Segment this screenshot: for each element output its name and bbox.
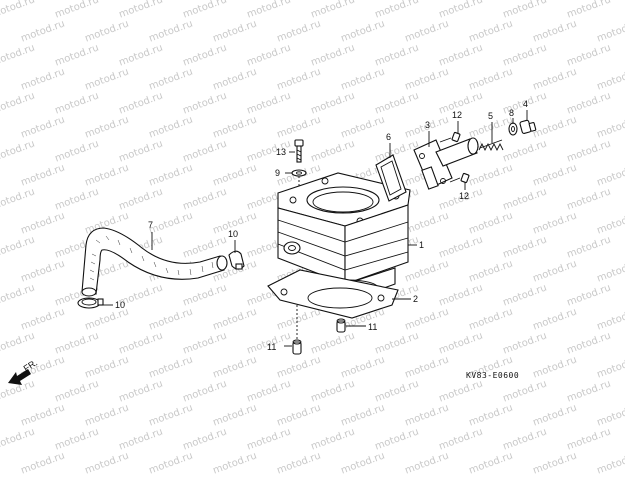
bolt-part-13	[294, 139, 304, 163]
label-part-13: 13	[276, 147, 286, 157]
cam-chain-tensioner-part-3	[413, 137, 479, 190]
front-arrow-icon	[8, 369, 31, 385]
label-part-8: 8	[509, 108, 514, 118]
sealing-washer-part-8	[508, 122, 518, 136]
bolt-part-12-upper	[439, 131, 461, 143]
base-gasket	[267, 269, 399, 319]
label-part-9: 9	[275, 168, 280, 178]
label-part-11-right: 11	[368, 322, 377, 332]
label-part-7: 7	[148, 220, 153, 230]
label-part-1: 1	[419, 240, 424, 250]
front-direction-indicator: FR.	[8, 357, 39, 385]
label-part-5: 5	[488, 111, 493, 121]
hose-clip-part-10-left	[77, 297, 104, 309]
label-part-4: 4	[523, 99, 528, 109]
label-part-2: 2	[413, 294, 418, 304]
diagram-code: KV83-E0600	[466, 371, 519, 380]
hose-clip-part-10-right	[228, 250, 245, 270]
label-part-11-lower: 11	[267, 342, 276, 352]
label-part-6: 6	[386, 132, 391, 142]
dowel-pin-lower	[292, 339, 302, 355]
cap-bolt-part-4	[519, 119, 537, 134]
label-part-12-lower: 12	[459, 191, 469, 201]
label-part-10-left: 10	[115, 300, 125, 310]
label-part-12-upper: 12	[452, 110, 462, 120]
label-part-10-right: 10	[228, 229, 238, 239]
washer-part-9	[291, 169, 307, 177]
leader-lines	[103, 110, 528, 347]
bolt-part-12-lower	[449, 172, 470, 184]
spring-part-5	[478, 139, 504, 152]
hose-part-7	[81, 227, 228, 297]
tensioner-gasket-part-6	[375, 154, 407, 202]
dowel-pin-right	[336, 318, 346, 333]
front-label: FR.	[22, 357, 40, 373]
label-part-3: 3	[425, 120, 430, 130]
